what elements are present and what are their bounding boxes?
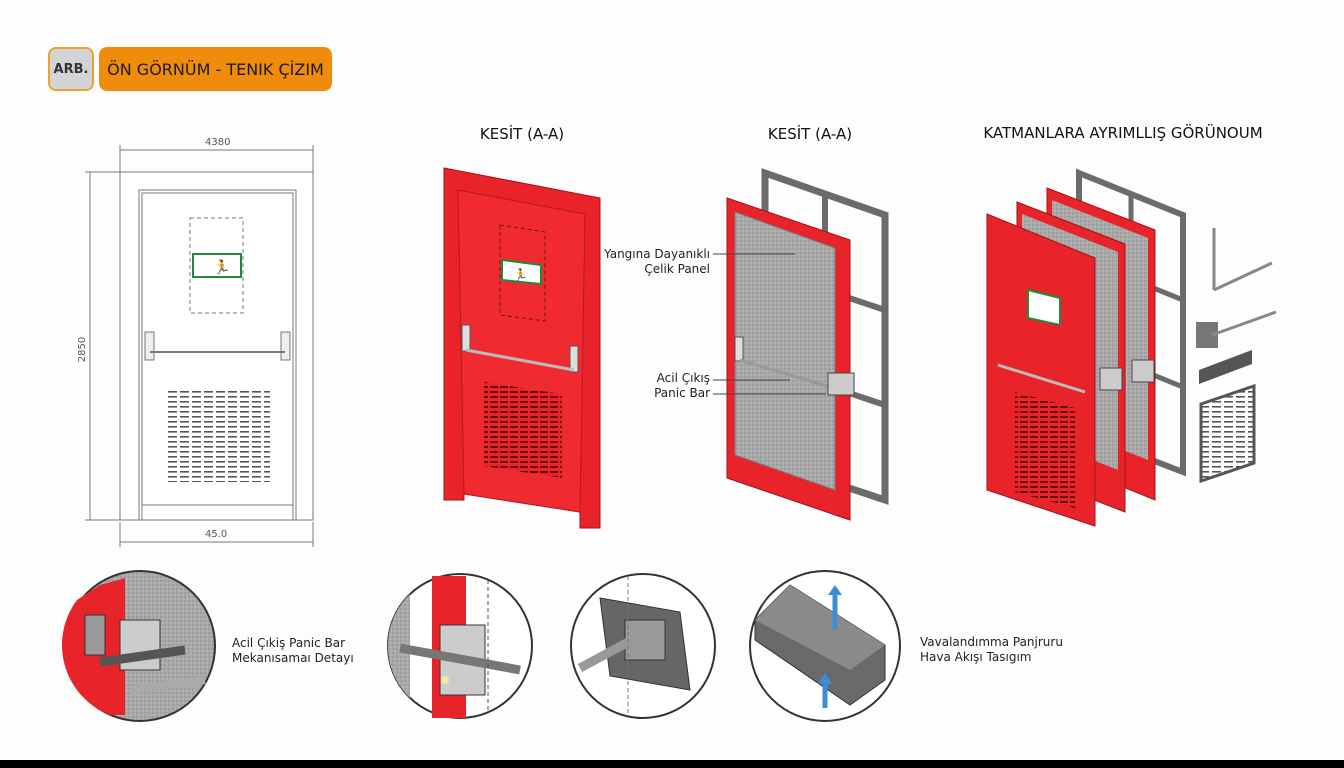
callout-bar-line2: Panic Bar bbox=[654, 386, 710, 400]
detail-caption-vent: Vavalandımma Panjruru Hava Akışı Tasıgım bbox=[920, 635, 1063, 665]
detail-vent-louver bbox=[749, 570, 901, 722]
callout-panel-line1: Yangına Dayanıklı bbox=[604, 247, 710, 261]
scale-badge: ARB. bbox=[48, 47, 94, 91]
section-title-2: KESİT (A-A) bbox=[767, 125, 853, 143]
detail-lock-block bbox=[570, 573, 716, 719]
callout-bar-line1: Acil Çıkış bbox=[656, 371, 710, 385]
layered-exploded-view bbox=[986, 168, 1277, 527]
bottom-bar bbox=[0, 760, 1344, 768]
panic-caption-line1: Acil Çıkiş Panic Bar bbox=[232, 636, 346, 650]
panic-caption-line2: Mekanısamaı Detayı bbox=[232, 651, 354, 665]
section-title-1: KESİT (A-A) bbox=[479, 125, 565, 143]
vent-caption-line1: Vavalandımma Panjruru bbox=[920, 635, 1063, 649]
callout-panel-line2: Çelik Panel bbox=[644, 262, 710, 276]
front-view-drawing bbox=[85, 145, 314, 547]
detail-caption-panic: Acil Çıkiş Panic Bar Mekanısamaı Detayı bbox=[232, 636, 354, 666]
detail-panic-bar-1 bbox=[61, 570, 216, 722]
callout-panic-bar: Acil Çıkış Panic Bar bbox=[590, 371, 710, 401]
detail-panic-bar-2 bbox=[387, 573, 533, 719]
section-title-3: KATMANLARA AYRIMLLIŞ GÖRÜNOUM bbox=[983, 124, 1263, 142]
red-door-section-1: 🏃 bbox=[443, 167, 601, 529]
vent-caption-line2: Hava Akışı Tasıgım bbox=[920, 650, 1032, 664]
dimension-width-bottom: 45.0 bbox=[205, 529, 228, 540]
dimension-width-top: 4380 bbox=[205, 137, 231, 148]
page-title: ÖN GÖRNÜM - TENIK ÇİZIM bbox=[99, 47, 332, 91]
dimension-height: 2850 bbox=[77, 336, 89, 363]
running-man-icon: 🏃 bbox=[213, 259, 230, 276]
callout-fire-panel: Yangına Dayanıklı Çelik Panel bbox=[590, 247, 710, 277]
svg-text:🏃: 🏃 bbox=[513, 268, 528, 282]
exit-sign-icon bbox=[192, 253, 242, 278]
exploded-section-2 bbox=[726, 168, 889, 521]
